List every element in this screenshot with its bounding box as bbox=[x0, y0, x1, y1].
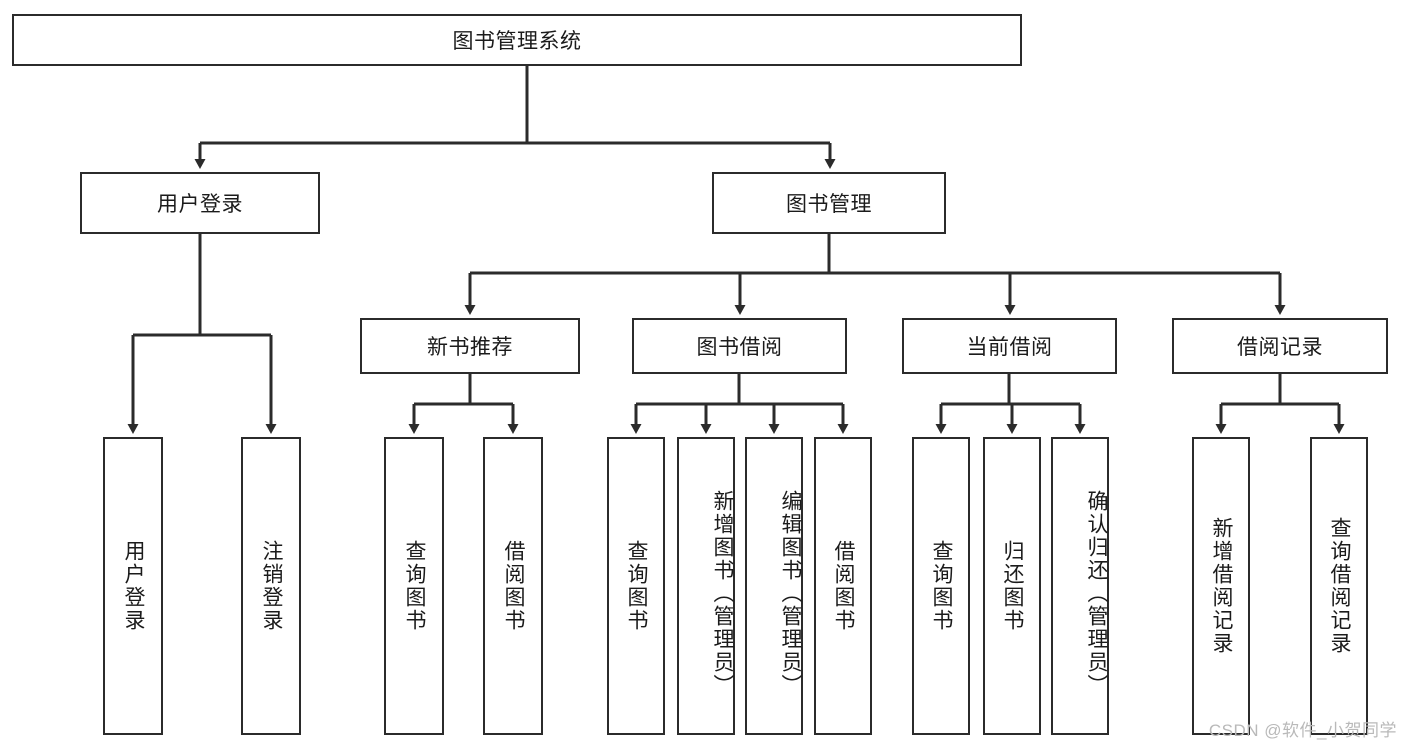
node-leaf-12[interactable]: 查询借阅记录 bbox=[1310, 437, 1368, 735]
node-leaf-10[interactable]: 确认归还（管理员） bbox=[1051, 437, 1109, 735]
node-label: 借阅图书 bbox=[502, 540, 526, 632]
node-level3-2[interactable]: 当前借阅 bbox=[902, 318, 1117, 374]
node-label: 借阅图书 bbox=[832, 540, 856, 632]
node-label: 图书管理系统 bbox=[452, 30, 582, 53]
node-label: 查询借阅记录 bbox=[1328, 517, 1352, 655]
node-level2-0[interactable]: 用户登录 bbox=[80, 172, 320, 234]
node-label: 图书借阅 bbox=[696, 336, 783, 359]
node-leaf-8[interactable]: 查询图书 bbox=[912, 437, 970, 735]
node-leaf-2[interactable]: 查询图书 bbox=[384, 437, 444, 735]
node-level3-0[interactable]: 新书推荐 bbox=[360, 318, 580, 374]
node-label: 归还图书 bbox=[1001, 540, 1025, 632]
node-label: 当前借阅 bbox=[966, 336, 1053, 359]
node-label: 编辑图书（管理员） bbox=[779, 489, 802, 697]
node-label: 用户登录 bbox=[122, 540, 146, 632]
node-leaf-0[interactable]: 用户登录 bbox=[103, 437, 163, 735]
node-label: 图书管理 bbox=[786, 193, 872, 216]
node-label: 新书推荐 bbox=[427, 336, 513, 359]
node-leaf-1[interactable]: 注销登录 bbox=[241, 437, 301, 735]
node-leaf-9[interactable]: 归还图书 bbox=[983, 437, 1041, 735]
node-label: 查询图书 bbox=[403, 540, 427, 632]
node-leaf-6[interactable]: 编辑图书（管理员） bbox=[745, 437, 803, 735]
node-leaf-5[interactable]: 新增图书（管理员） bbox=[677, 437, 735, 735]
node-level3-1[interactable]: 图书借阅 bbox=[632, 318, 847, 374]
node-label: 查询图书 bbox=[625, 540, 649, 632]
node-label: 新增图书（管理员） bbox=[711, 489, 734, 697]
node-label: 用户登录 bbox=[157, 193, 243, 216]
node-label: 确认归还（管理员） bbox=[1085, 489, 1108, 697]
node-level2-1[interactable]: 图书管理 bbox=[712, 172, 946, 234]
node-leaf-11[interactable]: 新增借阅记录 bbox=[1192, 437, 1250, 735]
node-leaf-4[interactable]: 查询图书 bbox=[607, 437, 665, 735]
node-label: 注销登录 bbox=[260, 540, 284, 632]
node-label: 查询图书 bbox=[930, 540, 954, 632]
node-leaf-7[interactable]: 借阅图书 bbox=[814, 437, 872, 735]
node-level3-3[interactable]: 借阅记录 bbox=[1172, 318, 1388, 374]
node-leaf-3[interactable]: 借阅图书 bbox=[483, 437, 543, 735]
node-root-图书管理系统[interactable]: 图书管理系统 bbox=[12, 14, 1022, 66]
node-label: 新增借阅记录 bbox=[1210, 517, 1234, 655]
csdn-watermark: CSDN @软件_小贺同学 bbox=[1208, 721, 1397, 740]
node-label: 借阅记录 bbox=[1237, 336, 1323, 359]
